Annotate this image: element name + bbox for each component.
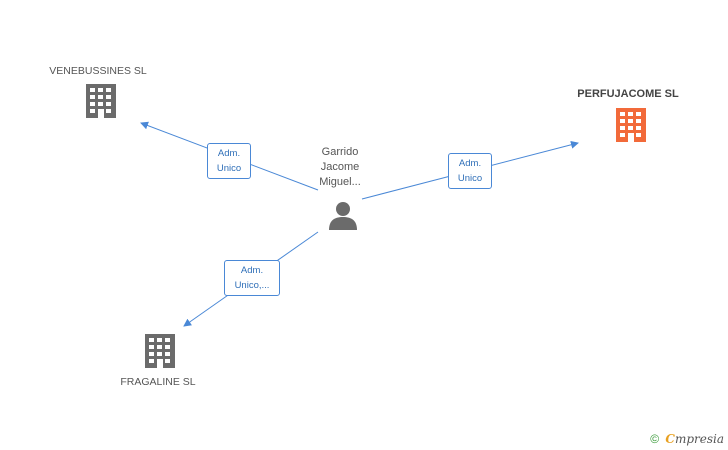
person-name-line: Garrido	[321, 146, 359, 158]
company-label-perfujacome[interactable]: PERFUJACOME SL	[577, 88, 679, 100]
copyright-symbol: ©	[650, 432, 660, 446]
brand-rest: mpresia	[674, 432, 724, 446]
person-icon[interactable]	[328, 200, 358, 230]
brand-first-letter: C	[665, 432, 675, 446]
building-icon[interactable]	[85, 84, 117, 118]
role-line: Unico,...	[234, 280, 270, 291]
building-icon[interactable]	[615, 108, 647, 142]
company-label-fragaline[interactable]: FRAGALINE SL	[120, 376, 196, 388]
company-label-venebussines[interactable]: VENEBUSSINES SL	[49, 65, 147, 77]
footer-brand: © Cmpresia	[650, 432, 724, 446]
person-name-line: Jacome	[320, 161, 360, 173]
role-box-fragaline[interactable]: Adm. Unico,...	[224, 260, 280, 296]
role-box-venebussines[interactable]: Adm. Unico	[207, 143, 251, 179]
role-line: Adm.	[458, 158, 482, 169]
person-name[interactable]: Garrido Jacome Miguel...	[300, 145, 380, 190]
role-line: Adm.	[240, 265, 264, 276]
person-name-line: Miguel...	[319, 176, 361, 188]
role-line: Unico	[457, 173, 483, 184]
brand-logo[interactable]: Cmpresia	[665, 432, 724, 446]
role-line: Unico	[216, 163, 242, 174]
building-icon[interactable]	[144, 334, 176, 368]
role-line: Adm.	[217, 148, 241, 159]
role-box-perfujacome[interactable]: Adm. Unico	[448, 153, 492, 189]
